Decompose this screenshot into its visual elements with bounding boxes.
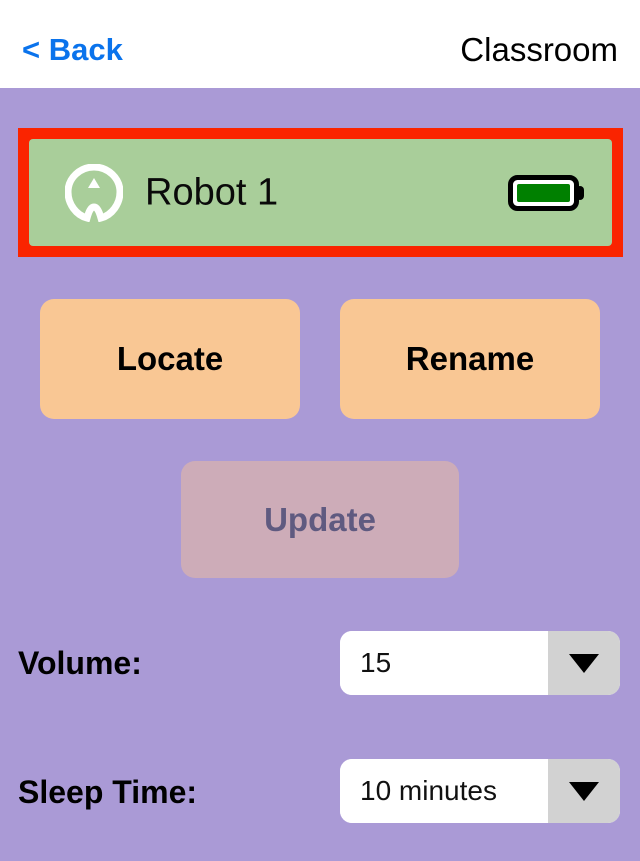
chevron-down-icon[interactable] [548,631,620,695]
sleep-time-dropdown-value[interactable]: 10 minutes [340,759,548,823]
robot-direction-icon [64,162,124,222]
volume-label: Volume: [18,645,142,681]
robot-card[interactable]: Robot 1 [29,139,612,246]
chevron-down-icon[interactable] [548,759,620,823]
battery-full-icon [508,174,586,211]
sleep-time-dropdown[interactable]: 10 minutes [340,759,620,823]
robot-name-label: Robot 1 [145,171,279,213]
back-button[interactable]: < Back [22,32,123,67]
volume-dropdown-value[interactable]: 15 [340,631,548,695]
volume-dropdown[interactable]: 15 [340,631,620,695]
sleep-time-label: Sleep Time: [18,774,198,810]
robot-card-selection-outline: Robot 1 [18,128,623,257]
page-title: Classroom [460,31,618,68]
locate-button[interactable]: Locate [40,299,300,419]
navigation-bar: < Back Classroom [0,0,640,88]
update-button: Update [181,461,459,578]
rename-button[interactable]: Rename [340,299,600,419]
